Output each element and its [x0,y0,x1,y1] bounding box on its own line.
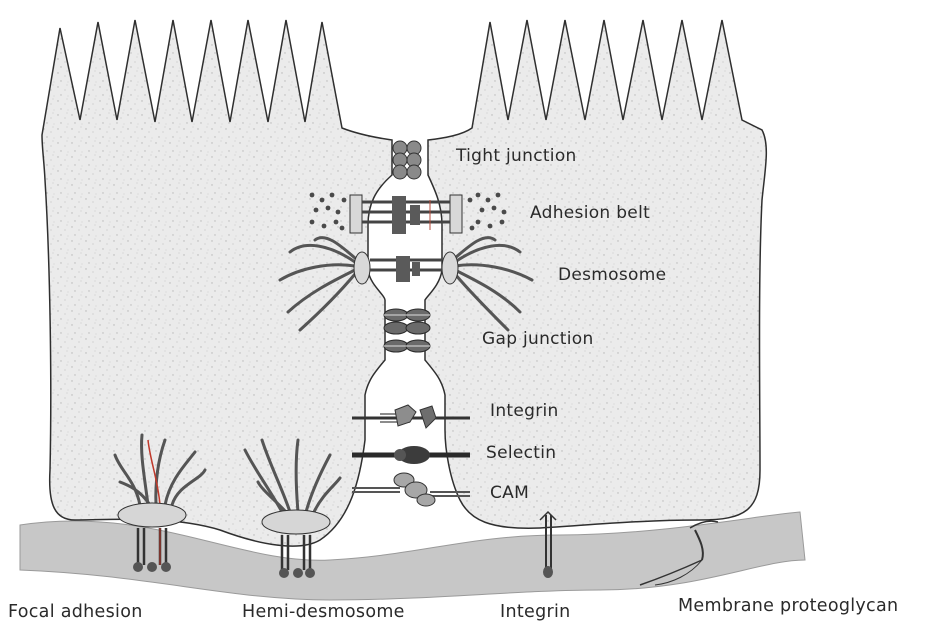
label-adhesion-belt: Adhesion belt [530,203,650,223]
label-cam: CAM [490,483,529,503]
label-integrin: Integrin [490,401,559,421]
gap-junction [384,309,430,352]
label-selectin: Selectin [486,443,556,463]
label-hemi-desmosome: Hemi-desmosome [242,602,405,622]
label-desmosome: Desmosome [558,265,666,285]
label-membrane-proteoglycan: Membrane proteoglycan [678,596,898,616]
label-focal-adhesion: Focal adhesion [8,602,143,622]
label-gap-junction: Gap junction [482,329,594,349]
label-tight-junction: Tight junction [456,146,577,166]
tight-junction [393,141,421,179]
left-cell [42,20,392,546]
label-integrin-bottom: Integrin [500,602,571,622]
